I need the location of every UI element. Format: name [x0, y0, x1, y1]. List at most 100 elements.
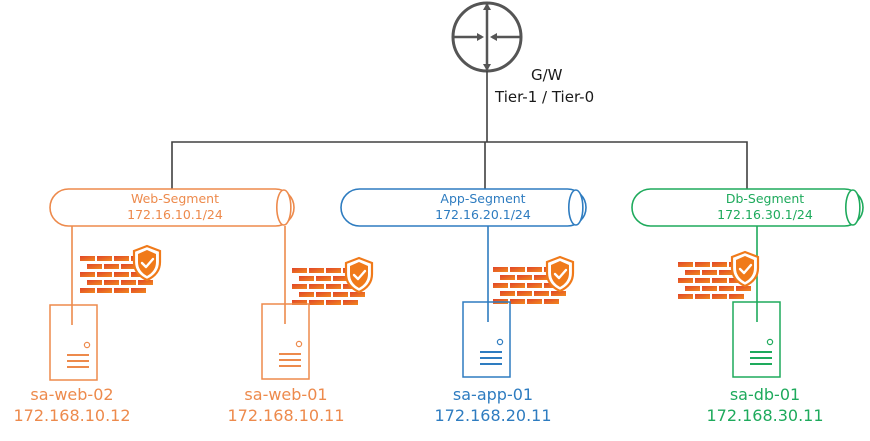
server-icon	[49, 304, 98, 381]
server-led	[83, 341, 91, 349]
brick	[350, 292, 365, 297]
brick	[104, 280, 119, 285]
segment-pipe-end	[844, 189, 861, 226]
brick	[114, 288, 129, 293]
check-icon	[738, 263, 753, 275]
server-sa-web-01[interactable]	[261, 303, 310, 380]
brick	[719, 270, 734, 275]
gateway-router[interactable]	[451, 1, 523, 73]
brick	[685, 286, 700, 291]
host-ip: 172.168.10.12	[13, 406, 131, 425]
brick	[527, 267, 542, 272]
host-ip: 172.168.30.11	[706, 406, 824, 425]
brick	[343, 300, 358, 305]
server-sa-db-01[interactable]	[732, 301, 781, 378]
brick	[87, 280, 102, 285]
segment-pipe-end	[567, 189, 584, 226]
firewall-shield-icon	[292, 256, 374, 305]
shield-inner	[138, 250, 156, 276]
brick	[712, 278, 727, 283]
server-led	[295, 340, 303, 348]
segment-app[interactable]	[340, 188, 587, 227]
uplink-lines	[171, 71, 748, 189]
brick	[685, 270, 700, 275]
host-sa-web-02-label: sa-web-02 172.168.10.12	[0, 385, 152, 425]
brick	[97, 272, 112, 277]
server-icon	[732, 301, 781, 378]
server-sa-web-02[interactable]	[49, 304, 98, 381]
segment-web-cidr: 172.16.10.1/24	[127, 207, 223, 222]
check-icon	[553, 268, 568, 280]
brick	[114, 256, 129, 261]
segment-app-cidr: 172.16.20.1/24	[435, 207, 531, 222]
host-name: sa-web-02	[30, 385, 114, 404]
brick	[80, 256, 95, 261]
brick	[292, 300, 307, 305]
brick	[121, 280, 136, 285]
firewall-shield-icon	[678, 250, 760, 299]
brick	[702, 270, 717, 275]
shield-inner	[736, 256, 754, 282]
segment-web-name: Web-Segment	[130, 191, 219, 206]
host-sa-db-01-label: sa-db-01 172.168.30.11	[685, 385, 845, 425]
brick	[309, 268, 324, 273]
brick	[702, 286, 717, 291]
host-sa-web-01-label: sa-web-01 172.168.10.11	[206, 385, 366, 425]
brick	[695, 278, 710, 283]
brick	[500, 291, 515, 296]
brick	[87, 264, 102, 269]
segment-pipe-end	[275, 189, 292, 226]
shield-inner	[350, 262, 368, 288]
brick	[510, 299, 525, 304]
segment-app-label: App-Segment 172.16.20.1/24	[398, 191, 568, 223]
brick	[551, 291, 566, 296]
segment-db-cidr: 172.16.30.1/24	[717, 207, 813, 222]
brick	[326, 284, 341, 289]
check-icon	[352, 269, 367, 281]
brick	[309, 284, 324, 289]
brick	[131, 288, 146, 293]
brick	[544, 299, 559, 304]
segment-web[interactable]	[49, 188, 295, 227]
segment-db-name: Db-Segment	[725, 191, 805, 206]
firewall-shield-icon	[80, 244, 162, 293]
brick	[678, 278, 693, 283]
server-icon	[462, 301, 511, 378]
brick	[517, 275, 532, 280]
brick	[316, 292, 331, 297]
brick	[736, 286, 751, 291]
brick	[333, 276, 348, 281]
brick	[493, 283, 508, 288]
server-led	[766, 338, 774, 346]
brick	[678, 262, 693, 267]
gateway-tier: Tier-1 / Tier-0	[495, 88, 595, 106]
segment-app-name: App-Segment	[440, 191, 526, 206]
gateway-name: G/W	[531, 66, 563, 84]
brick	[695, 294, 710, 299]
brick	[80, 272, 95, 277]
brick	[97, 256, 112, 261]
brick	[97, 288, 112, 293]
server-sa-app-01[interactable]	[462, 301, 511, 378]
host-name: sa-db-01	[729, 385, 801, 404]
brick	[292, 284, 307, 289]
host-ip: 172.168.10.11	[227, 406, 345, 425]
segment-pipe	[340, 188, 587, 227]
brick	[500, 275, 515, 280]
segment-db[interactable]	[631, 188, 864, 227]
brick	[493, 267, 508, 272]
brick	[695, 262, 710, 267]
brick	[114, 272, 129, 277]
brick	[510, 267, 525, 272]
host-name: sa-web-01	[244, 385, 328, 404]
brick	[104, 264, 119, 269]
host-name: sa-app-01	[452, 385, 534, 404]
brick	[326, 300, 341, 305]
brick	[712, 262, 727, 267]
brick	[299, 292, 314, 297]
brick	[517, 291, 532, 296]
server-led	[496, 338, 504, 346]
brick	[138, 280, 153, 285]
brick	[299, 276, 314, 281]
